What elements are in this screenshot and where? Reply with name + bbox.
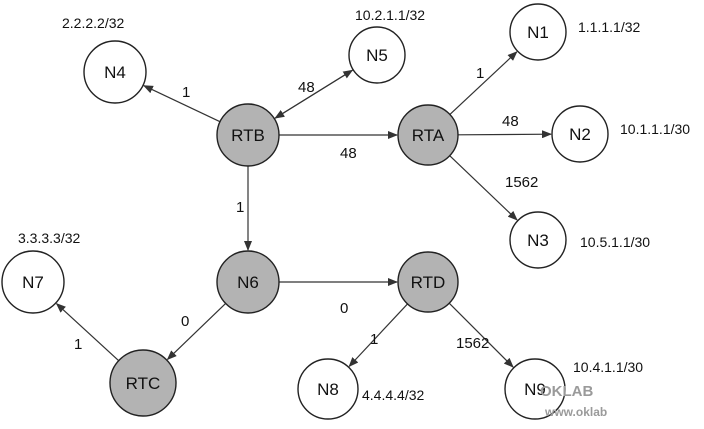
node-circle-n1 <box>509 3 567 61</box>
node-label-rtd: RTD <box>411 273 446 292</box>
edge-rtd-to-n9 <box>448 302 514 368</box>
edge-cost-n6-rtd: 0 <box>340 300 348 317</box>
address-label-n4: 2.2.2.2/32 <box>62 15 124 31</box>
node-label-n8: N8 <box>317 380 339 399</box>
watermark-line1: OKLAB <box>540 383 593 400</box>
node-rtd: RTD <box>397 251 459 313</box>
node-n8: N8 <box>297 358 359 420</box>
address-label-n5: 10.2.1.1/32 <box>355 7 425 23</box>
address-label-n1: 1.1.1.1/32 <box>578 19 640 35</box>
edge-cost-rta-n1: 1 <box>476 65 484 82</box>
address-label-n2: 10.1.1.1/30 <box>620 121 690 137</box>
node-label-rta: RTA <box>412 126 445 145</box>
node-circle-n5 <box>348 26 406 84</box>
address-label-n9: 10.4.1.1/30 <box>573 359 643 375</box>
edge-rtc-to-n7 <box>55 302 120 362</box>
edge-cost-rtb-n6: 1 <box>236 199 244 216</box>
edge-rta-to-n2 <box>457 130 553 139</box>
edge-cost-rtb-n4: 1 <box>182 84 190 101</box>
node-circle-n4 <box>83 40 147 104</box>
node-label-n6: N6 <box>237 273 259 292</box>
edge-rta-to-n1 <box>449 51 518 115</box>
node-label-n3: N3 <box>527 231 549 250</box>
node-n2: N2 <box>551 105 609 163</box>
node-circle-n9 <box>504 358 566 420</box>
address-label-n7: 3.3.3.3/32 <box>18 230 80 246</box>
edge-cost-rta-n2: 48 <box>502 113 519 130</box>
node-n6: N6 <box>216 250 280 314</box>
edge-rtb-to-n4 <box>143 85 221 123</box>
edge-n6-to-rtc <box>166 303 227 361</box>
edge-rta-to-n3 <box>449 155 518 221</box>
node-label-n1: N1 <box>527 23 549 42</box>
address-label-n3: 10.5.1.1/30 <box>580 234 650 250</box>
node-n5: N5 <box>348 26 406 84</box>
node-circle-n7 <box>1 250 65 314</box>
node-circle-rta <box>397 104 459 166</box>
node-n4: N4 <box>83 40 147 104</box>
node-circle-n2 <box>551 105 609 163</box>
node-circle-n3 <box>509 211 567 269</box>
node-label-n7: N7 <box>22 273 44 292</box>
node-rta: RTA <box>397 104 459 166</box>
edge-cost-rta-n3: 1562 <box>505 174 538 191</box>
edge-cost-rtb-rta: 48 <box>340 145 357 162</box>
node-n9: N9 <box>504 358 566 420</box>
edge-rtd-to-n8 <box>348 303 408 368</box>
labels-layer: 1 48 48 1 1 48 1562 0 0 1 1 1562 2.2.2.2/32 10.2.1.1/… <box>18 7 690 403</box>
node-circle-n8 <box>297 358 359 420</box>
watermark: OKLAB www.oklab <box>540 383 607 419</box>
node-circle-n6 <box>216 250 280 314</box>
node-label-rtb: RTB <box>231 126 265 145</box>
node-circle-rtb <box>216 103 280 167</box>
edge-cost-rtc-n7: 1 <box>74 336 82 353</box>
edge-cost-rtd-n9: 1562 <box>456 335 489 352</box>
node-label-n5: N5 <box>366 46 388 65</box>
node-n3: N3 <box>509 211 567 269</box>
node-label-rtc: RTC <box>126 374 161 393</box>
node-circle-rtc <box>109 349 177 417</box>
watermark-line2: www.oklab <box>544 405 607 419</box>
node-rtb: RTB <box>216 103 280 167</box>
node-label-n4: N4 <box>104 63 126 82</box>
address-label-n8: 4.4.4.4/32 <box>362 387 424 403</box>
edge-cost-rtd-n8: 1 <box>370 331 378 348</box>
node-n1: N1 <box>509 3 567 61</box>
node-label-n9: N9 <box>524 380 546 399</box>
edge-cost-n6-rtc: 0 <box>181 313 189 330</box>
edges-layer <box>55 51 553 368</box>
node-label-n2: N2 <box>569 125 591 144</box>
node-rtc: RTC <box>109 349 177 417</box>
node-n7: N7 <box>1 250 65 314</box>
edge-n5-to-rtb <box>274 69 354 119</box>
edge-cost-rtb-n5: 48 <box>298 79 315 96</box>
node-circle-rtd <box>397 251 459 313</box>
